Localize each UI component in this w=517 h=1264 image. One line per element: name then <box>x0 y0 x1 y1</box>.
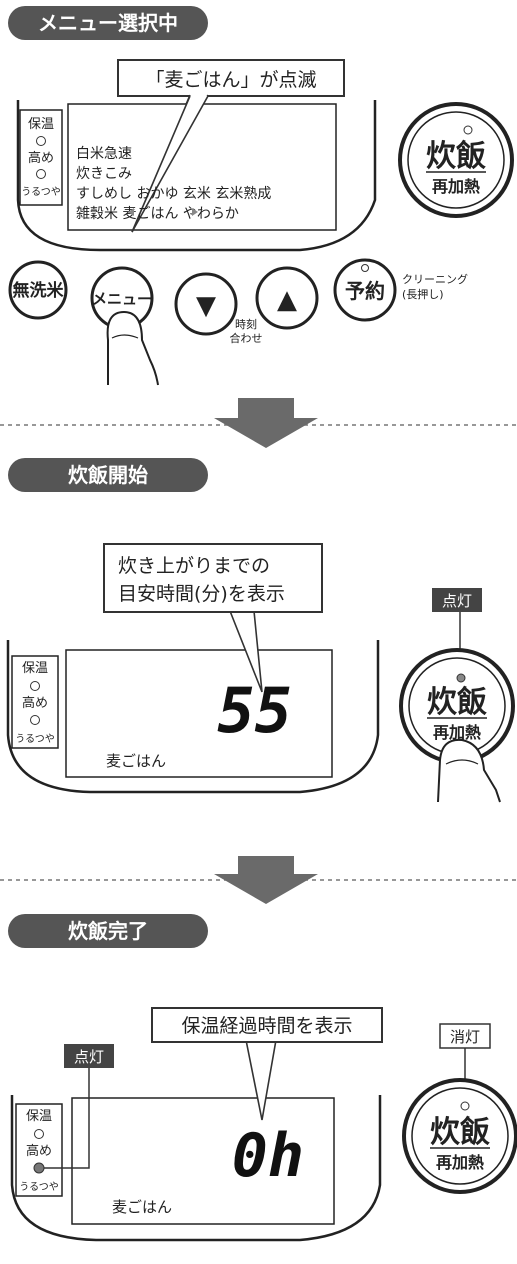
keep-warm-label-3: 保温 <box>26 1109 52 1124</box>
keep-warm-box-3 <box>15 1103 63 1197</box>
umami-label-3: うるつや <box>19 1181 59 1193</box>
menu-name-3: 麦ごはん <box>112 1198 172 1216</box>
high-lamp-3-icon <box>34 1129 44 1139</box>
section-cooking-start: 炊飯開始 炊き上がりまでの 目安時間(分)を表示 保温 高め うるつや 55 麦… <box>6 458 515 803</box>
high-label: 高め <box>28 150 54 166</box>
keep-warm-label: 保温 <box>28 117 54 132</box>
menu-name-2: 麦ごはん <box>106 752 166 770</box>
cook-lamp-lit-icon <box>456 673 466 683</box>
lamp-on-tag-3 <box>64 1044 114 1068</box>
cook-button-2[interactable]: 炊飯 再加熱 <box>399 648 515 764</box>
reserve-lamp-icon <box>361 264 369 272</box>
banner-cooking-start <box>8 458 208 492</box>
umami-lamp-2-icon <box>30 715 40 725</box>
banner-menu-select <box>8 6 208 40</box>
callout-keep-warm-text: 保温経過時間を表示 <box>181 1015 352 1037</box>
musenmai-button[interactable]: 無洗米 <box>8 260 68 320</box>
menu-button-label: メニュー <box>92 290 152 308</box>
callout-remaining-line-1: 炊き上がりまでの <box>118 555 270 577</box>
banner-cooking-complete <box>8 914 208 948</box>
umami-lamp-icon <box>36 169 46 179</box>
cook-button-2-sub-label: 再加熱 <box>433 723 481 742</box>
down-flow-arrow-2-icon <box>214 856 318 904</box>
umami-label: うるつや <box>21 186 61 198</box>
lamp-on-tag <box>432 588 482 612</box>
down-arrow-icon: ▼ <box>196 291 216 321</box>
up-button[interactable]: ▲ <box>255 266 319 330</box>
panel-outline-2 <box>6 640 380 794</box>
lamp-on-tag-3-text: 点灯 <box>74 1048 104 1066</box>
time-set-label-2: 合わせ <box>230 331 263 345</box>
umami-lamp-lit-icon <box>33 1162 45 1174</box>
up-arrow-icon: ▲ <box>277 285 297 315</box>
callout-flashing-text-front: 「麦ごはん」が点滅 <box>145 69 316 91</box>
flash-mark-right-icon <box>192 208 198 216</box>
high-lamp-icon <box>36 136 46 146</box>
reserve-button-label: 予約 <box>345 279 385 303</box>
banner-cooking-start-text: 炊飯開始 <box>68 463 148 487</box>
lcd-display-2 <box>65 649 333 778</box>
callout-remaining-time: 炊き上がりまでの 目安時間(分)を表示 <box>103 543 323 693</box>
keep-warm-box-2 <box>11 655 59 749</box>
down-flow-arrow-1-icon <box>214 398 318 448</box>
time-set-label-1: 時刻 <box>235 317 257 331</box>
cook-button-3[interactable]: 炊飯 再加熱 <box>402 1078 517 1194</box>
cook-lamp-icon <box>463 125 473 135</box>
cook-button-3-main-label: 炊飯 <box>430 1115 490 1150</box>
umami-label-2: うるつや <box>15 733 55 745</box>
lamp-off-tag <box>439 1023 491 1049</box>
high-label-2: 高め <box>22 695 48 711</box>
callout-keep-warm-elapsed: 保温経過時間を表示 <box>151 1007 383 1121</box>
keep-warm-elapsed-value: 0h <box>232 1121 304 1191</box>
cook-button[interactable]: 炊飯 再加熱 <box>398 102 514 218</box>
banner-menu-select-text: メニュー選択中 <box>38 11 178 35</box>
cook-lamp-off-icon <box>460 1101 470 1111</box>
cook-button-sub-label: 再加熱 <box>432 177 480 196</box>
cook-button-main-label: 炊飯 <box>426 139 486 174</box>
menu-line-2: 炊きこみ <box>76 166 132 182</box>
finger-icon <box>106 310 159 386</box>
finger-2-icon <box>437 738 501 803</box>
section-menu-select: メニュー選択中 「麦ごはん」が点滅 「麦ごはん」が点滅 保温 高め うるつや 白… <box>8 6 514 386</box>
section-cooking-complete: 炊飯完了 保温経過時間を表示 点灯 保温 高め うるつや 0h 麦ごはん 消灯 <box>8 914 517 1242</box>
panel-outline-3 <box>10 1095 382 1242</box>
menu-button[interactable]: メニュー <box>90 266 154 330</box>
keep-warm-label-2: 保温 <box>22 661 48 676</box>
cleaning-label-2: (長押し) <box>402 287 444 301</box>
menu-line-4: 雑穀米 麦ごはん やわらか <box>76 206 239 222</box>
remaining-time-value: 55 <box>217 674 292 747</box>
menu-line-1: 白米急速 <box>76 146 132 162</box>
lamp-off-tag-text: 消灯 <box>450 1028 480 1046</box>
banner-cooking-complete-text: 炊飯完了 <box>68 919 148 943</box>
keep-warm-box <box>19 109 63 206</box>
high-lamp-2-icon <box>30 681 40 691</box>
menu-line-3: すしめし おかゆ 玄米 玄米熟成 <box>76 185 271 202</box>
down-button[interactable]: ▼ <box>174 272 238 336</box>
cleaning-label-1: クリーニング <box>402 272 468 286</box>
callout-remaining-line-2: 目安時間(分)を表示 <box>118 583 285 605</box>
reserve-button[interactable]: 予約 <box>333 258 397 322</box>
musenmai-button-label: 無洗米 <box>13 280 65 301</box>
high-label-3: 高め <box>26 1143 52 1159</box>
cook-button-2-main-label: 炊飯 <box>427 685 487 720</box>
cook-button-3-sub-label: 再加熱 <box>436 1153 484 1172</box>
flash-mark-left-icon <box>128 208 134 216</box>
lamp-on-tag-text: 点灯 <box>442 592 472 610</box>
panel-outline <box>16 100 377 252</box>
lcd-display-3 <box>71 1097 335 1225</box>
